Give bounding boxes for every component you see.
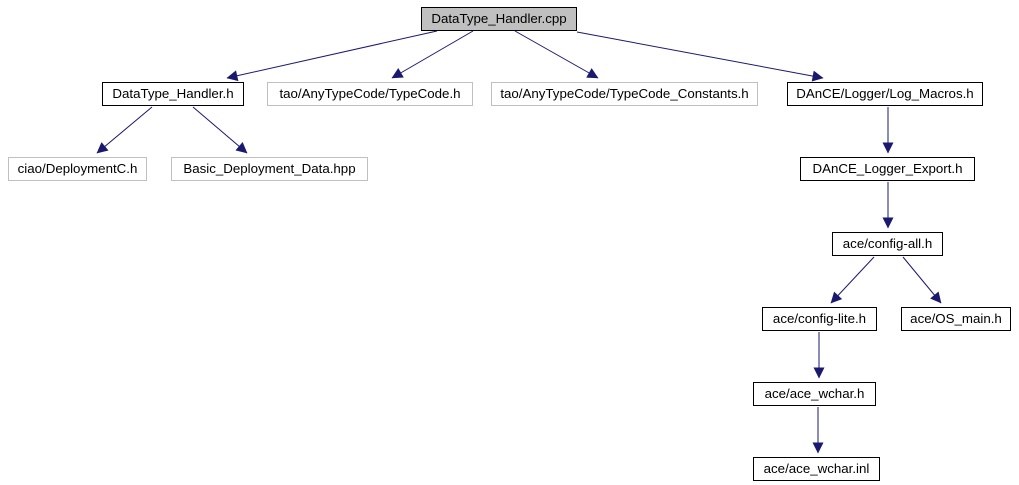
edge-datatype-handler-h-to-basic-deployment-data-hpp xyxy=(192,106,248,154)
edge-datatype-handler-cpp-to-typecode-h xyxy=(391,30,474,79)
graph-node-ace-wchar-inl[interactable]: ace/ace_wchar.inl xyxy=(753,457,880,481)
graph-node-typecode-h: tao/AnyTypeCode/TypeCode.h xyxy=(267,82,473,106)
graph-node-deploymentc-h: ciao/DeploymentC.h xyxy=(8,157,147,181)
edge-datatype-handler-h-to-deploymentc-h xyxy=(96,106,153,154)
graph-node-config-lite-h[interactable]: ace/config-lite.h xyxy=(762,307,877,331)
edge-datatype-handler-cpp-to-typecode-constants-h xyxy=(514,30,599,79)
graph-node-log-macros-h[interactable]: DAnCE/Logger/Log_Macros.h xyxy=(787,82,983,106)
graph-node-os-main-h[interactable]: ace/OS_main.h xyxy=(901,307,1011,331)
edge-datatype-handler-cpp-to-log-macros-h xyxy=(576,31,824,82)
graph-node-dance-logger-export-h[interactable]: DAnCE_Logger_Export.h xyxy=(800,157,975,181)
graph-node-datatype-handler-h[interactable]: DataType_Handler.h xyxy=(102,82,244,106)
graph-node-datatype-handler-cpp: DataType_Handler.cpp xyxy=(421,7,577,31)
graph-node-ace-wchar-h[interactable]: ace/ace_wchar.h xyxy=(753,382,876,406)
graph-node-config-all-h[interactable]: ace/config-all.h xyxy=(832,232,943,256)
graph-node-typecode-constants-h: tao/AnyTypeCode/TypeCode_Constants.h xyxy=(491,82,758,106)
graph-node-basic-deployment-data-hpp: Basic_Deployment_Data.hpp xyxy=(171,157,368,181)
edge-datatype-handler-cpp-to-datatype-handler-h xyxy=(226,30,438,82)
edge-config-all-h-to-os-main-h xyxy=(902,256,942,304)
edge-config-all-h-to-config-lite-h xyxy=(830,256,875,304)
